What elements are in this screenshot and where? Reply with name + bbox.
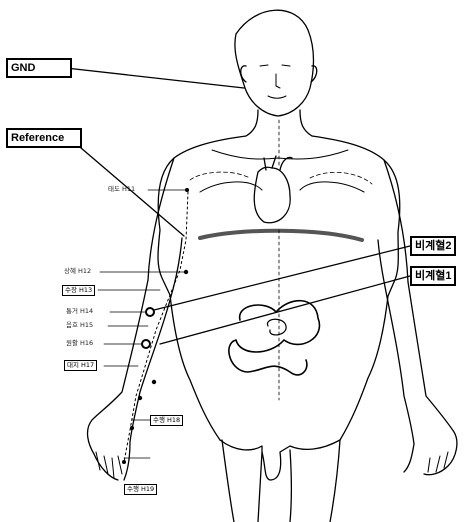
electrode-2-marker: [146, 308, 154, 316]
point-dot: [185, 188, 189, 192]
point-label: 통거 H14: [66, 307, 93, 315]
electrode-1-marker: [142, 340, 150, 348]
reference-label: Reference: [6, 128, 82, 148]
point-label: 원활 H16: [66, 339, 93, 347]
point-dot: [152, 380, 156, 384]
head-outline: [235, 10, 314, 116]
point-label-boxed: 수행 H19: [124, 484, 157, 495]
point-dot: [122, 460, 126, 464]
lung-outlines: [190, 172, 372, 184]
point-dot: [138, 396, 142, 400]
point-label-boxed: 수행 H18: [150, 415, 183, 426]
gnd-leader: [66, 68, 244, 88]
diaphragm: [200, 231, 362, 240]
chest-lines: [200, 150, 364, 192]
point-label: 음호 H15: [66, 321, 93, 329]
point-dot: [184, 270, 188, 274]
electrode-1-label: 비계혈1: [410, 266, 456, 286]
right-arm-outer: [384, 160, 457, 475]
gnd-label: GND: [6, 58, 72, 78]
face-features: [260, 65, 290, 98]
intestines: [229, 301, 320, 375]
heart: [254, 167, 290, 223]
point-label: 태도 H11: [108, 185, 135, 193]
left-arm-outer: [88, 158, 174, 480]
electrode1-leader: [160, 276, 410, 344]
point-dot: [130, 426, 134, 430]
electrode-2-label: 비계혈2: [410, 236, 456, 256]
left-ear: [241, 66, 246, 82]
electrode2-leader: [146, 246, 410, 312]
point-label-boxed: 대지 H17: [64, 360, 97, 371]
left-arm-inner: [124, 238, 182, 480]
groin: [220, 440, 340, 480]
point-label: 상혜 H12: [64, 267, 91, 275]
point-label-boxed: 수장 H13: [62, 285, 95, 296]
intestine-coil: [267, 319, 286, 335]
legs: [222, 440, 340, 522]
